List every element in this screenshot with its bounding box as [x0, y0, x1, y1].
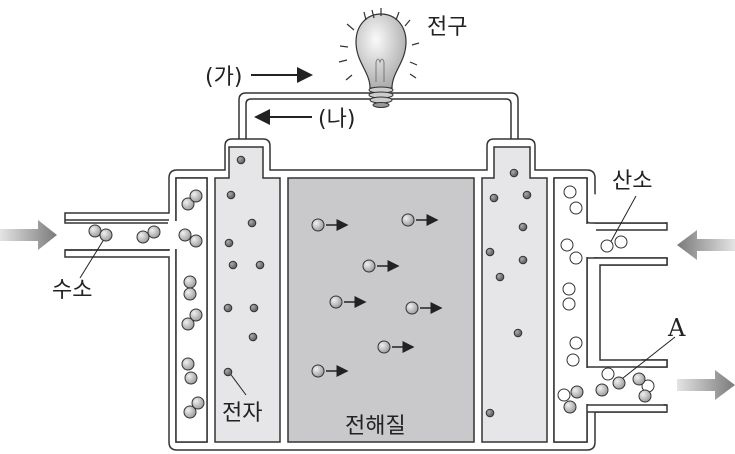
hydrogen-atom	[147, 225, 161, 239]
ion	[377, 340, 391, 354]
hydrogen-inflow-arrow	[0, 220, 57, 250]
oxygen-atom	[560, 238, 574, 252]
leader-lines	[79, 195, 676, 396]
anode-electrode	[214, 146, 281, 443]
oxygen-atom	[600, 239, 614, 253]
oxygen-inflow-arrow	[677, 230, 735, 260]
electron	[249, 303, 259, 313]
electron	[495, 272, 505, 282]
electron	[509, 168, 519, 178]
cathode-electrode	[481, 146, 548, 443]
flow-b-label: (나)	[318, 107, 355, 132]
hydrogen-label: 수소	[52, 278, 92, 303]
electron	[485, 247, 495, 257]
hydrogen-atom	[183, 405, 197, 419]
hydrogen-atom	[189, 234, 203, 248]
electron	[522, 190, 532, 200]
hydrogen-atom	[612, 376, 626, 390]
oxygen-atom	[557, 388, 571, 402]
hydrogen-atom	[181, 317, 195, 331]
hydrogen-atom	[191, 396, 205, 410]
ion	[362, 259, 376, 273]
electron	[223, 367, 233, 377]
product-a-label: A	[667, 314, 686, 342]
hydrogen-atom	[183, 275, 197, 289]
ion	[405, 301, 419, 315]
oxygen-atom	[562, 297, 576, 311]
electrolyte	[287, 177, 475, 443]
electron	[248, 332, 258, 342]
oxygen-atom	[562, 282, 576, 296]
electron	[518, 222, 528, 232]
oxygen-atom	[569, 201, 583, 215]
electrolyte-label: 전해질	[345, 414, 406, 439]
oxygen-atom	[566, 353, 580, 367]
ion	[311, 364, 325, 378]
ion	[401, 213, 415, 227]
electron	[228, 260, 238, 270]
electron	[518, 255, 528, 265]
oxygen-atom	[569, 336, 583, 350]
hydrogen-atom	[181, 197, 195, 211]
oxygen-atom	[614, 235, 628, 249]
flow-a-label: (가)	[205, 65, 242, 90]
hydrogen-atom	[178, 228, 192, 242]
electron	[255, 260, 265, 270]
hydrogen-atom	[183, 287, 197, 301]
hydrogen-atom	[99, 228, 113, 242]
electron	[489, 193, 499, 203]
electron	[236, 155, 246, 165]
electron	[485, 408, 495, 418]
ion	[329, 295, 343, 309]
electron-label: 전자	[222, 401, 262, 426]
electron	[513, 328, 523, 338]
product-outflow-arrow	[677, 370, 735, 400]
hydrogen-atom	[638, 389, 652, 403]
oxygen-atom	[569, 251, 583, 265]
hydrogen-atom	[632, 372, 646, 386]
oxygen-atom	[601, 367, 615, 381]
bulb-label: 전구	[427, 15, 467, 40]
hydrogen-atom	[181, 357, 195, 371]
hydrogen-atom	[189, 308, 203, 322]
hydrogen-atom	[570, 385, 584, 399]
oxygen-atom	[563, 185, 577, 199]
hydrogen-atom	[136, 230, 150, 244]
hydrogen-atom	[88, 224, 102, 238]
hydrogen-atom	[595, 383, 609, 397]
electron	[223, 303, 233, 313]
hydrogen-atom	[563, 400, 577, 414]
electron	[247, 218, 257, 228]
hydrogen-atom	[189, 189, 203, 203]
light-bulb-icon	[338, 8, 420, 108]
oxygen-label: 산소	[612, 169, 652, 194]
ion	[311, 218, 325, 232]
electron	[224, 238, 234, 248]
hydrogen-atom	[184, 371, 198, 385]
electron	[226, 190, 236, 200]
